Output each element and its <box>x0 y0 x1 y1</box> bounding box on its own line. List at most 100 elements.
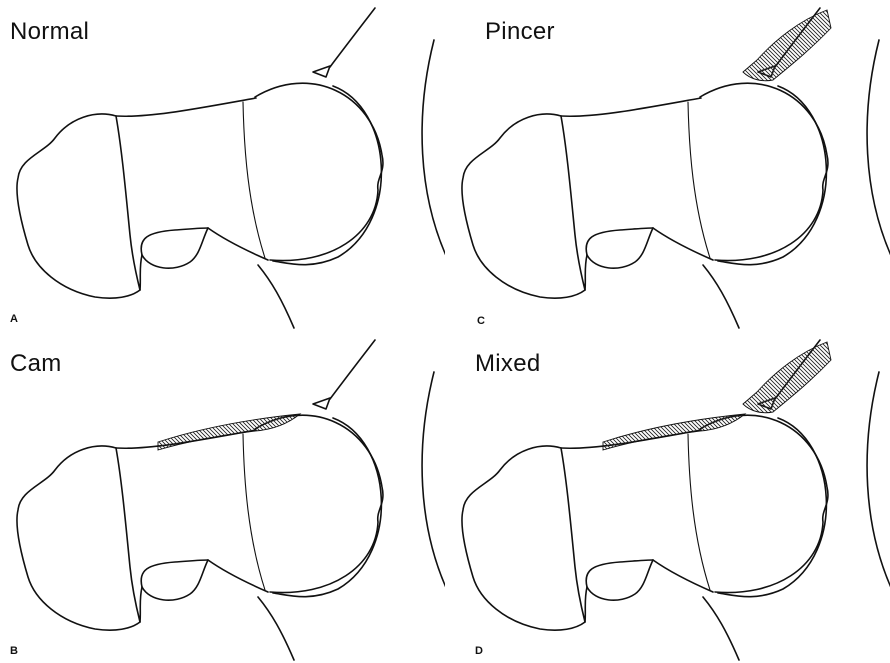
acetabulum-rim <box>718 86 826 265</box>
greater-trochanter-inner <box>561 116 585 290</box>
panel-letter: B <box>10 645 18 657</box>
femoral-neck-lower <box>653 560 713 592</box>
panel-letter: A <box>10 313 18 325</box>
hatch-line <box>840 5 890 85</box>
femoral-neck-upper <box>561 430 701 448</box>
hatch-line <box>848 337 890 417</box>
hatch-line <box>680 5 760 85</box>
panel-cam: Cam B <box>0 332 445 663</box>
hatch-line <box>776 410 820 454</box>
hatch-line <box>700 337 780 417</box>
pelvic-wall-line <box>867 40 890 260</box>
hatch-line <box>780 410 824 454</box>
hatch-line <box>880 5 890 85</box>
hatch-line <box>688 5 768 85</box>
hatch-line <box>692 5 772 85</box>
panel-pincer: Pincer C <box>445 0 890 331</box>
pincer-overcoverage-hatch-outline <box>743 10 831 81</box>
pelvic-wall-line <box>422 372 445 592</box>
hatch-line <box>732 410 776 454</box>
hatch-line <box>844 5 890 85</box>
hatch-line <box>852 337 890 417</box>
hatch-line <box>792 410 836 454</box>
hatch-line <box>832 5 890 85</box>
hatch-line <box>696 5 776 85</box>
lower-pelvic-line <box>703 597 739 660</box>
hatch-line <box>872 5 890 85</box>
acetabular-labrum <box>313 66 330 77</box>
hatch-line <box>884 337 890 417</box>
hatch-layer <box>660 5 890 85</box>
pincer-overcoverage-hatch-outline <box>743 342 831 413</box>
panel-title: Cam <box>10 350 62 378</box>
hatch-line <box>844 337 890 417</box>
femur-body <box>462 114 587 298</box>
greater-trochanter-inner <box>116 448 140 622</box>
hatch-line <box>852 5 890 85</box>
hatch-line <box>880 337 890 417</box>
hatch-line <box>856 337 890 417</box>
hatch-line <box>808 5 888 85</box>
hatch-line <box>147 410 191 454</box>
greater-trochanter-inner <box>116 116 140 290</box>
acetabular-labrum <box>313 398 330 409</box>
panel-mixed: Mixed D <box>445 332 890 663</box>
hatch-line <box>820 5 890 85</box>
hatch-line <box>824 5 890 85</box>
hatch-line <box>339 410 383 454</box>
acetabulum-rim <box>718 418 826 597</box>
femoral-neck-lower <box>208 228 268 260</box>
acetabulum-rim <box>273 86 381 265</box>
physeal-scar <box>243 434 265 590</box>
lower-pelvic-line <box>258 265 294 328</box>
hatch-line <box>660 5 740 85</box>
greater-trochanter-inner <box>561 448 585 622</box>
hatch-line <box>315 410 359 454</box>
hatch-line <box>820 337 890 417</box>
hatch-line <box>672 5 752 85</box>
hatch-line <box>684 337 764 417</box>
ilium-line <box>330 8 375 67</box>
panel-title: Mixed <box>475 350 541 378</box>
physeal-scar <box>688 434 710 590</box>
panel-title: Pincer <box>485 18 555 46</box>
hatch-line <box>668 337 748 417</box>
hatch-line <box>856 5 890 85</box>
hatch-line <box>664 337 744 417</box>
hatch-line <box>660 337 740 417</box>
hatch-line <box>335 410 379 454</box>
hatch-layer <box>556 337 890 454</box>
pincer-overcoverage-hatch <box>660 337 890 417</box>
hatch-line <box>696 337 776 417</box>
hatch-line <box>772 410 816 454</box>
hatch-line <box>808 337 888 417</box>
femoral-neck-lower <box>653 228 713 260</box>
pelvic-wall-line <box>422 40 445 260</box>
hatch-line <box>784 410 828 454</box>
hip-illustration-cam <box>0 332 445 663</box>
lower-pelvic-line <box>258 597 294 660</box>
hatch-line <box>347 410 391 454</box>
panel-letter: D <box>475 645 483 657</box>
panel-normal: Normal A <box>0 0 445 331</box>
hatch-line <box>836 5 890 85</box>
hatch-line <box>672 337 752 417</box>
hatch-line <box>824 337 890 417</box>
hatch-line <box>872 337 890 417</box>
pincer-overcoverage-hatch <box>660 5 890 85</box>
femoral-neck-upper <box>116 430 256 448</box>
hatch-line <box>688 337 768 417</box>
hatch-line <box>287 410 331 454</box>
femoral-neck-lower <box>208 560 268 592</box>
physeal-scar <box>243 102 265 258</box>
hip-illustration-mixed <box>445 332 890 663</box>
hatch-line <box>860 337 890 417</box>
hatch-line <box>592 410 636 454</box>
femoral-neck-upper <box>561 98 701 116</box>
hatch-line <box>331 410 375 454</box>
hip-illustration-pincer <box>445 0 890 331</box>
hip-illustration-normal <box>0 0 445 331</box>
hatch-line <box>768 410 812 454</box>
hatch-line <box>836 337 890 417</box>
